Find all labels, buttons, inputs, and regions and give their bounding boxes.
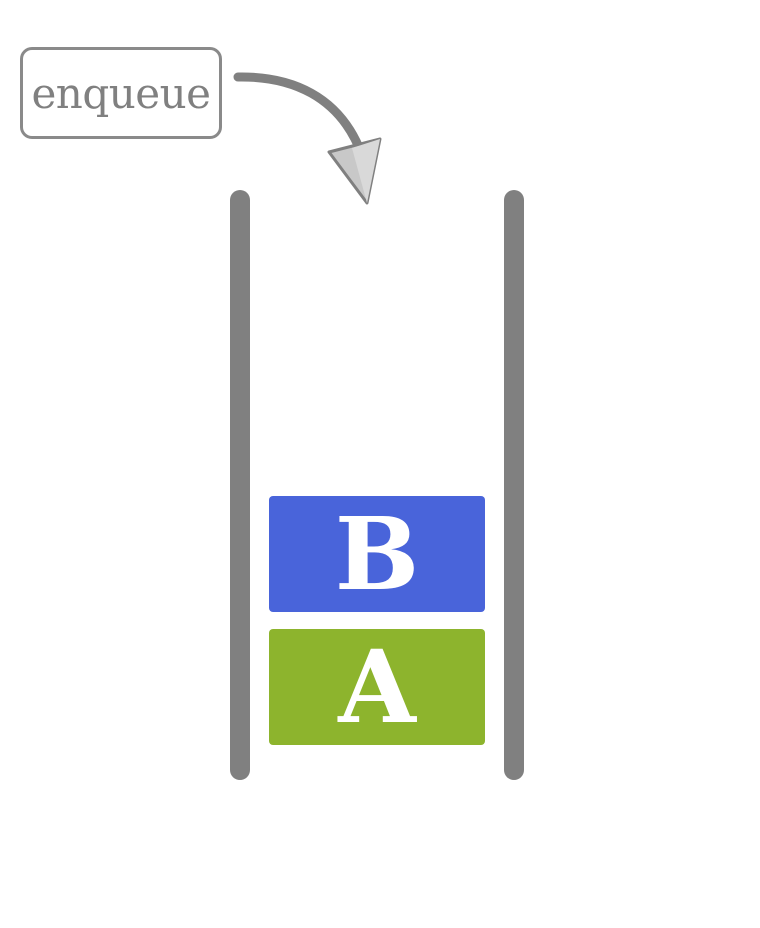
arrow-head <box>327 137 382 205</box>
arrow-head-shade <box>352 139 380 203</box>
enqueue-label-box: enqueue <box>20 47 222 139</box>
queue-item-b: B <box>269 496 485 612</box>
queue-left-wall <box>230 190 250 780</box>
queue-item-a-label: A <box>338 628 416 746</box>
queue-item-a: A <box>269 629 485 745</box>
enqueue-label: enqueue <box>31 68 211 118</box>
queue-right-wall <box>504 190 524 780</box>
queue-item-b-label: B <box>334 495 420 613</box>
arrow-shaft <box>233 72 367 160</box>
